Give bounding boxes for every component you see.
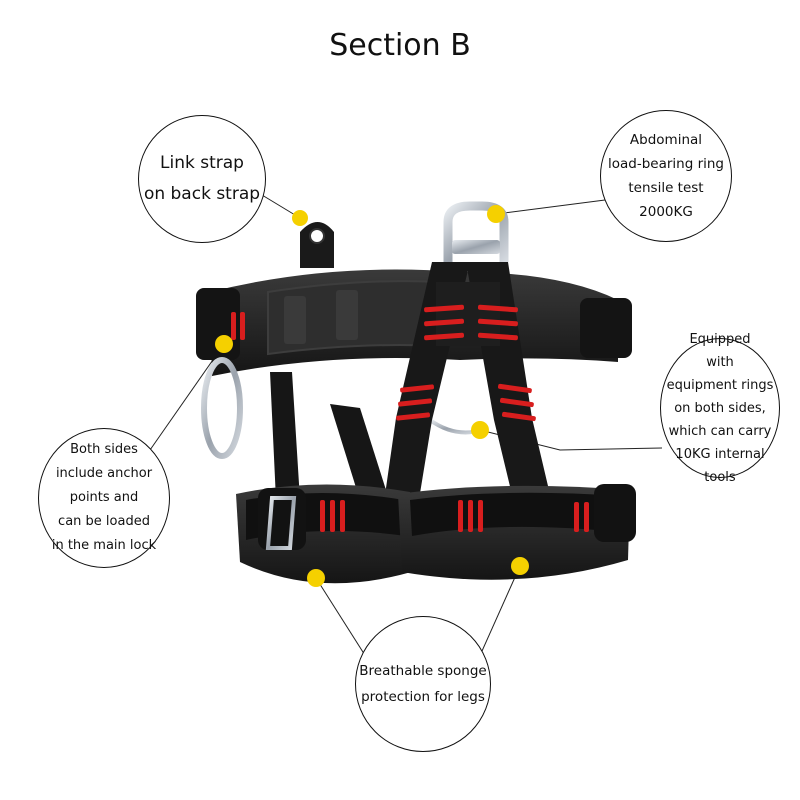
- leader-abdominal-ring: [495, 199, 606, 215]
- callout-link-strap-text: Link strap on back strap: [143, 153, 261, 204]
- callout-anchor-points: Both sides include anchor points and can…: [38, 428, 170, 568]
- section-title: Section B: [329, 28, 471, 63]
- callout-abdominal-ring: Abdominal load-bearing ring tensile test…: [600, 110, 732, 242]
- leg-connector-straps: [270, 372, 386, 500]
- marker-equipment-ring: [471, 421, 489, 439]
- marker-sponge-right: [511, 557, 529, 575]
- leader-sponge-right: [477, 565, 521, 661]
- marker-sponge-left: [307, 569, 325, 587]
- callout-sponge: Breathable sponge protection for legs: [355, 616, 491, 752]
- callout-equipment-rings-text: Equipped with equipment rings on both si…: [666, 331, 774, 485]
- callout-link-strap: Link strap on back strap: [138, 115, 266, 243]
- callout-abdominal-ring-text: Abdominal load-bearing ring tensile test…: [607, 132, 724, 220]
- left-equipment-ring: [201, 357, 243, 459]
- callout-sponge-text: Breathable sponge protection for legs: [359, 663, 487, 705]
- marker-anchor-point: [215, 335, 233, 353]
- left-leg-loop: [236, 484, 418, 584]
- center-straps: [380, 262, 556, 530]
- red-stripe-accents: [231, 304, 589, 532]
- marker-link-strap: [292, 210, 308, 226]
- leader-sponge-left: [315, 577, 369, 661]
- feature-markers: [215, 205, 529, 587]
- marker-abdominal-ring: [487, 205, 505, 223]
- callout-anchor-points-text: Both sides include anchor points and can…: [51, 442, 157, 553]
- link-strap-loop: [300, 222, 334, 268]
- callout-equipment-rings: Equipped with equipment rings on both si…: [660, 332, 780, 485]
